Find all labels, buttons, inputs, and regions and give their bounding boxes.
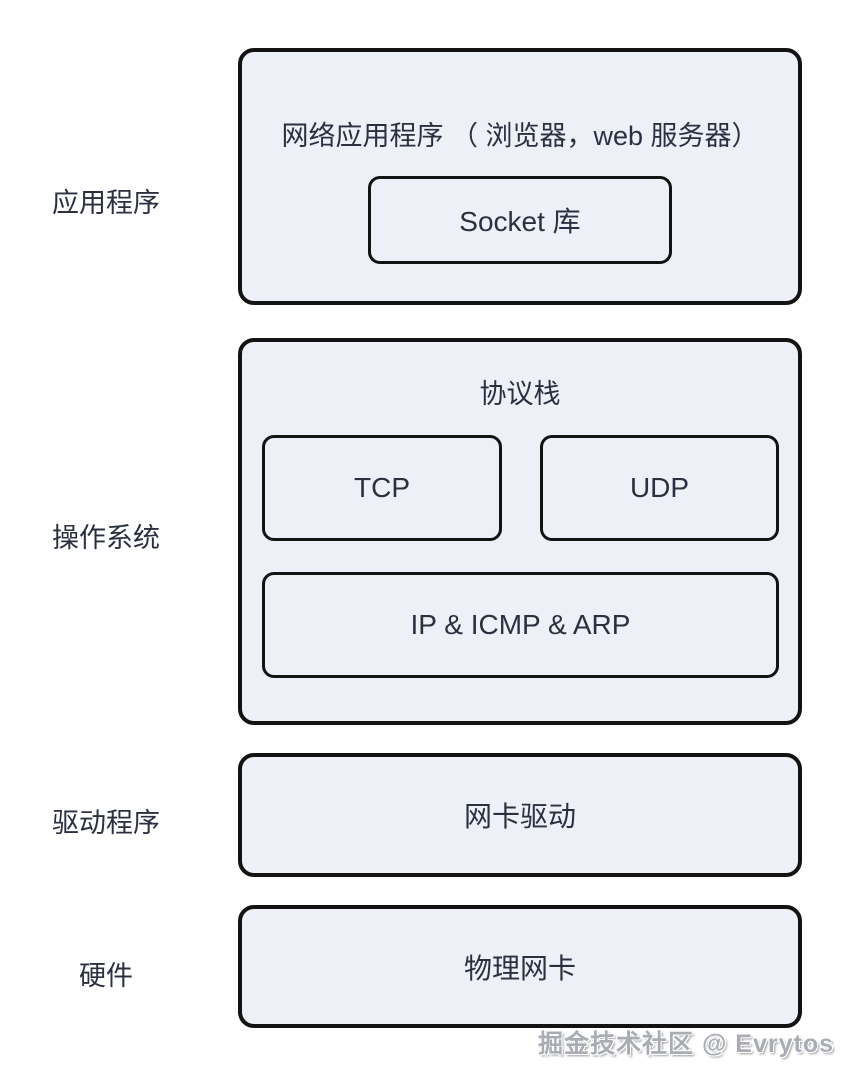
application-layer-title: 网络应用程序 （ 浏览器，web 服务器） xyxy=(281,121,759,151)
nic-driver-label: 网卡驱动 xyxy=(463,801,576,832)
application-layer-box: 网络应用程序 （ 浏览器，web 服务器） Socket 库 xyxy=(238,48,802,305)
ip-icmp-arp-box: IP & ICMP & ARP xyxy=(262,572,779,678)
socket-library-label: Socket 库 xyxy=(459,206,581,237)
protocol-stack-box: 协议栈 TCP UDP IP & ICMP & ARP xyxy=(238,338,802,725)
side-label-os: 操作系统 xyxy=(52,523,160,553)
side-label-hardware: 硬件 xyxy=(79,961,133,991)
physical-nic-label: 物理网卡 xyxy=(463,952,576,984)
tcp-box: TCP xyxy=(262,435,502,541)
ip-icmp-arp-label: IP & ICMP & ARP xyxy=(410,609,631,640)
nic-driver-box: 网卡驱动 xyxy=(238,753,802,877)
tcp-label: TCP xyxy=(354,472,410,503)
protocol-stack-title: 协议栈 xyxy=(479,379,561,409)
watermark-text: 掘金技术社区 @ Evrytos xyxy=(538,1030,834,1058)
physical-nic-box: 物理网卡 xyxy=(238,905,802,1028)
udp-label: UDP xyxy=(629,472,690,503)
side-label-driver: 驱动程序 xyxy=(52,808,160,838)
side-label-application: 应用程序 xyxy=(52,188,160,218)
udp-box: UDP xyxy=(540,435,779,541)
socket-library-box: Socket 库 xyxy=(368,176,672,264)
